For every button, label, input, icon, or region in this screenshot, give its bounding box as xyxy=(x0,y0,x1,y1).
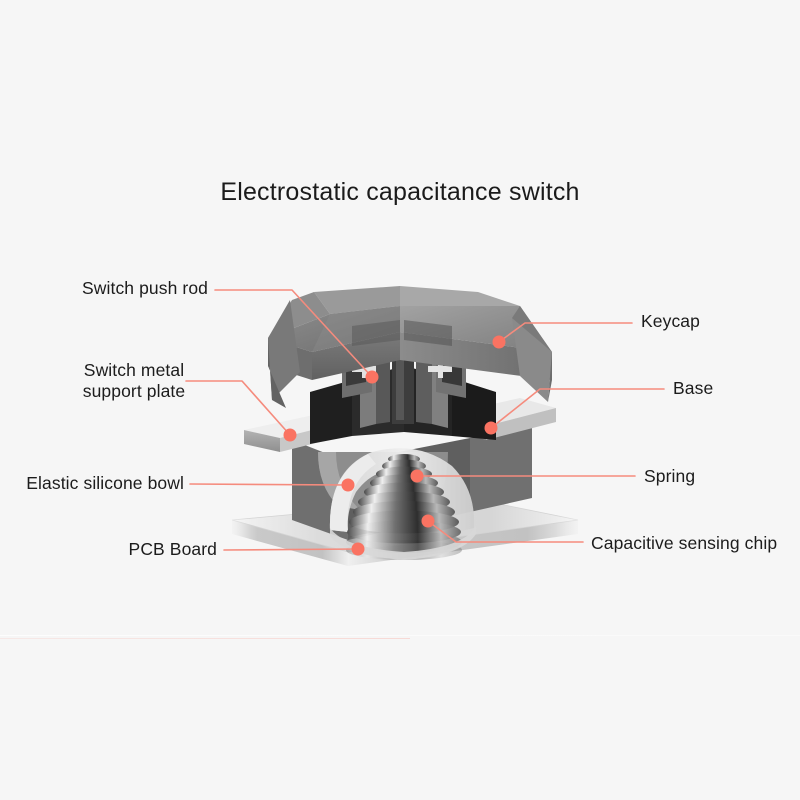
callout-dot-keycap[interactable] xyxy=(492,335,506,349)
callout-label-spring: Spring xyxy=(644,466,696,486)
callout-leader-line-switch-metal-support-plate xyxy=(185,380,291,436)
elastic-silicone-bowl-part xyxy=(329,448,475,536)
callout-dot-capacitive-sensing-chip[interactable] xyxy=(421,514,435,528)
callout-leaders xyxy=(185,289,665,556)
callout-leader-line-switch-push-rod xyxy=(214,289,373,378)
callout-label-base: Base xyxy=(673,378,714,398)
callout-dot-spring[interactable] xyxy=(410,469,424,483)
background-artifact-line-upper xyxy=(0,635,800,636)
callout-leader-line-elastic-silicone-bowl xyxy=(189,483,349,486)
callout-leader-line-base xyxy=(490,388,665,429)
callout-label-elastic-silicone-bowl: Elastic silicone bowl xyxy=(26,473,184,493)
callout-dot-pcb-board[interactable] xyxy=(351,542,365,556)
callout-label-capacitive-sensing-chip: Capacitive sensing chip xyxy=(591,533,778,553)
callout-leader-line-capacitive-sensing-chip xyxy=(427,520,584,543)
callout-dot-elastic-silicone-bowl[interactable] xyxy=(341,478,355,492)
callout-label-keycap: Keycap xyxy=(641,311,700,331)
keycap-right-part xyxy=(400,286,552,402)
callout-label-switch-metal-support-plate: Switch metal support plate xyxy=(82,360,186,401)
keycap-left-part xyxy=(268,286,400,408)
callout-label-pcb-board: PCB Board xyxy=(128,539,217,559)
background-artifact-line-lower xyxy=(0,638,410,639)
callout-dot-base[interactable] xyxy=(484,421,498,435)
page-title: Electrostatic capacitance switch xyxy=(220,178,580,206)
callout-dot-switch-metal-support-plate[interactable] xyxy=(283,428,297,442)
callout-label-switch-push-rod: Switch push rod xyxy=(81,278,208,298)
callout-dot-switch-push-rod[interactable] xyxy=(365,370,379,384)
callout-leader-line-pcb-board xyxy=(223,548,359,551)
silicone-bowl-lip xyxy=(330,526,476,560)
keycap-cutaway-interior xyxy=(312,306,452,352)
callout-leader-line-keycap xyxy=(498,322,633,343)
